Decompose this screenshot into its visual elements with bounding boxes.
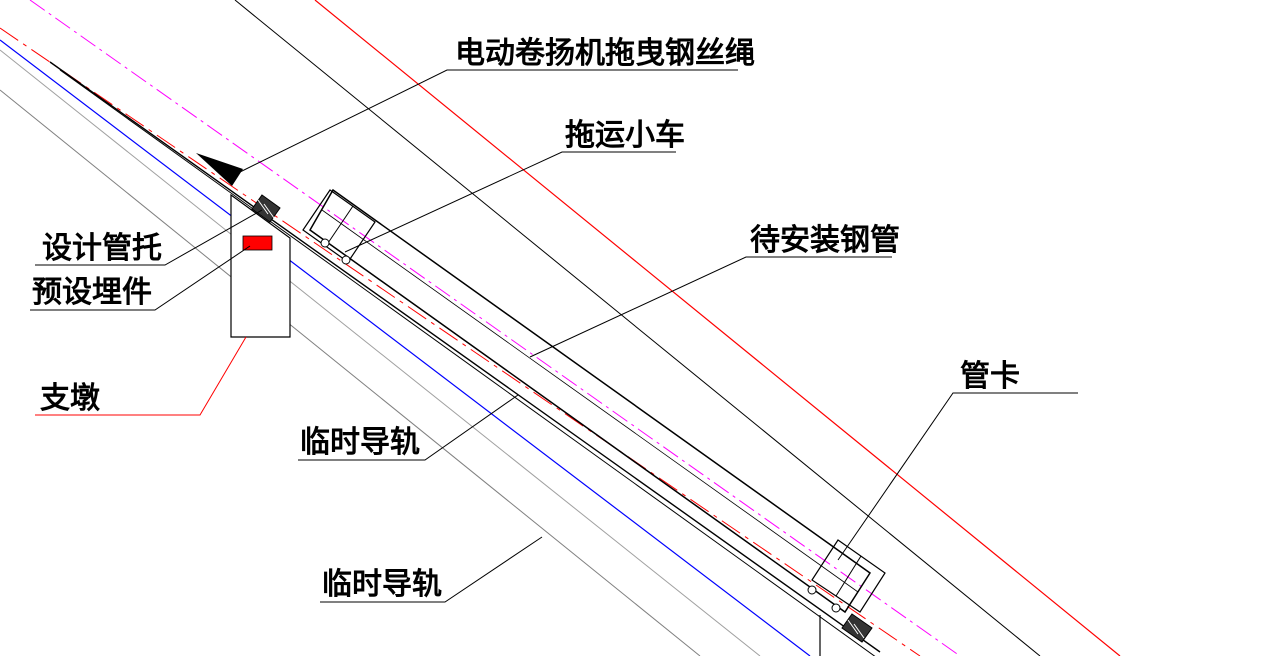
blue-ground-line (0, 39, 811, 656)
leader-design-support (35, 209, 263, 266)
leader-pier (35, 336, 247, 416)
leader-clamp (837, 392, 1078, 561)
label-design-support: 设计管托 (42, 231, 162, 266)
pipe-inner-line (321, 209, 859, 593)
magenta-centerline (29, 0, 961, 656)
gray-slope-line (0, 89, 701, 656)
rail-lower-line (59, 69, 876, 656)
red-boundary-line (314, 0, 1121, 656)
pipe-support-lower (841, 613, 873, 643)
label-rail-1: 临时导轨 (300, 425, 420, 460)
label-trolley: 拖运小车 (565, 118, 685, 153)
label-pipe: 待安装钢管 (750, 223, 900, 258)
label-winch-rope: 电动卷扬机拖曳钢丝绳 (455, 36, 755, 71)
leader-embed (30, 245, 251, 311)
label-rail-2: 临时导轨 (322, 567, 442, 602)
red-centerline (0, 27, 921, 656)
rail-upper-line (49, 61, 881, 653)
support-pier (230, 193, 291, 338)
label-clamp: 管卡 (960, 359, 1020, 394)
gray-slope-line-2 (0, 49, 761, 656)
trolley-upper (302, 189, 376, 265)
steel-pipe (309, 188, 872, 614)
label-pier: 支墩 (40, 381, 101, 416)
embedded-part (242, 235, 273, 251)
black-boundary-line (234, 0, 1041, 656)
leader-pipe (529, 256, 892, 358)
trolley-lower (807, 539, 886, 613)
leader-trolley (344, 151, 676, 253)
leader-rail-2 (320, 536, 543, 603)
rope-arrow-icon (196, 153, 243, 186)
leader-winch-rope (239, 69, 738, 173)
pipe-support-upper (251, 194, 281, 223)
label-embed: 预设埋件 (32, 275, 152, 310)
leader-rail-1 (298, 394, 519, 461)
